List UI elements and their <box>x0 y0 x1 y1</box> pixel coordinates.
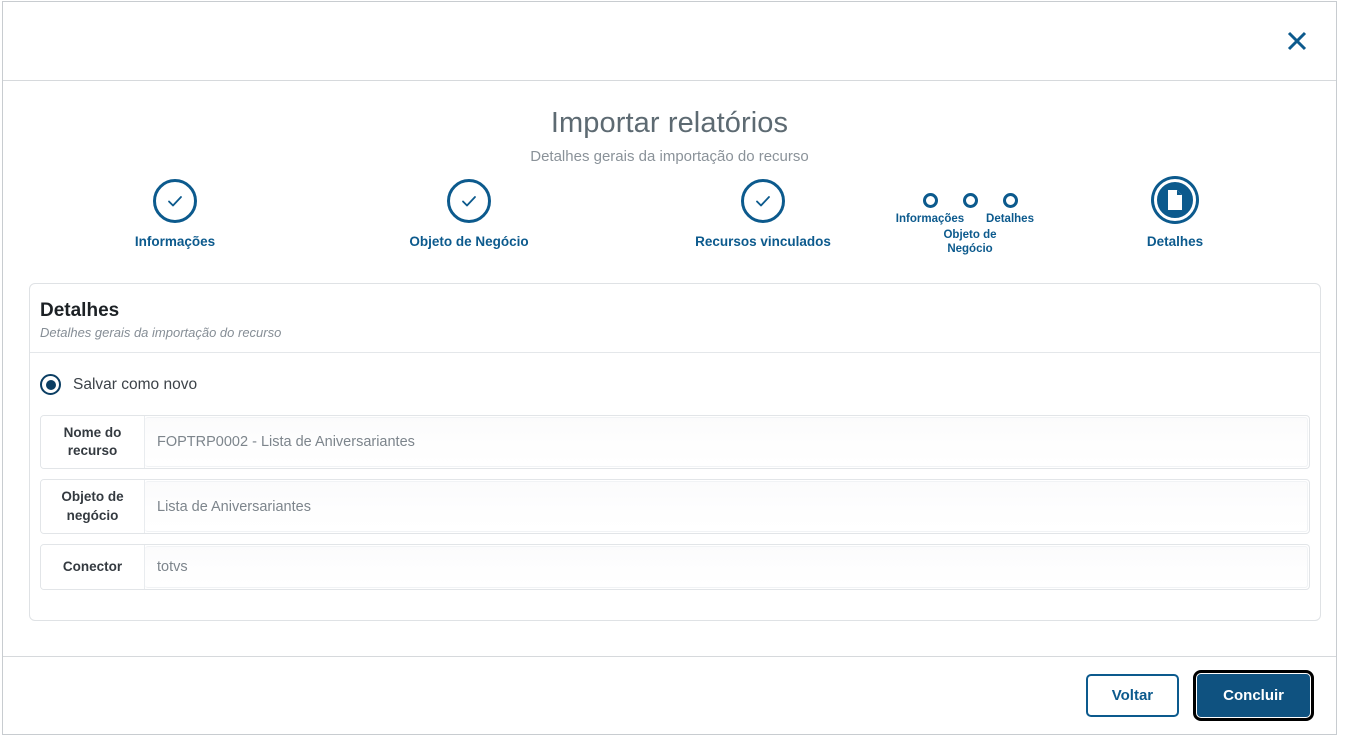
check-icon <box>153 179 197 223</box>
stepper-ministep-informacoes[interactable]: Informações <box>875 179 985 226</box>
details-card: Detalhes Detalhes gerais da importação d… <box>29 283 1321 621</box>
check-icon-glyph <box>462 196 476 207</box>
field-label: Nome do recurso <box>41 416 145 469</box>
document-icon <box>1154 179 1196 221</box>
check-icon-glyph <box>168 196 182 207</box>
finish-button[interactable]: Concluir <box>1197 674 1310 717</box>
close-icon-glyph <box>1287 31 1307 51</box>
ministep-label: Objeto de Negócio <box>943 229 997 256</box>
page-title: Importar relatórios <box>550 107 789 139</box>
page-subtitle: Detalhes gerais da importação do recurso <box>530 148 809 165</box>
stepper-step-label: Recursos vinculados <box>695 234 831 249</box>
ministep-dot-icon <box>922 193 938 208</box>
check-icon <box>447 179 491 223</box>
ministep-dot-icon <box>1002 193 1018 208</box>
field-value-objeto-de-negocio[interactable]: Lista de Aniversariantes <box>145 481 1308 532</box>
details-card-body: Salvar como novo Nome do recurso FOPTRP0… <box>30 353 1320 620</box>
ministep-label: Detalhes <box>986 213 1034 225</box>
stepper-step-recursos-vinculados[interactable]: Recursos vinculados <box>683 179 843 250</box>
stepper-step-detalhes[interactable]: Detalhes <box>1095 179 1255 250</box>
stepper: Informações Objeto de Negócio Recu <box>3 179 1336 386</box>
check-icon <box>741 179 785 223</box>
save-as-new-label: Salvar como novo <box>73 375 198 393</box>
field-row-nome-do-recurso: Nome do recurso FOPTRP0002 - Lista de An… <box>40 415 1310 470</box>
ministep-dot-icon <box>962 193 978 208</box>
radio-selected-icon[interactable] <box>40 374 61 395</box>
details-card-subtitle: Detalhes gerais da importação do recurso <box>40 325 282 340</box>
stepper-step-objeto-de-negocio[interactable]: Objeto de Negócio <box>389 179 549 250</box>
ministep-label: Informações <box>895 213 965 225</box>
details-card-title: Detalhes <box>40 300 120 321</box>
finish-button-focus-ring: Concluir <box>1193 670 1314 721</box>
modal-titlebar <box>3 2 1336 81</box>
radio-dot <box>45 379 56 390</box>
stepper-step-label: Detalhes <box>1146 234 1204 249</box>
document-icon-glyph <box>1168 190 1182 210</box>
modal-footer: Voltar Concluir <box>3 656 1336 734</box>
modal-content: Importar relatórios Detalhes gerais da i… <box>3 81 1336 656</box>
save-as-new-option[interactable]: Salvar como novo <box>40 353 1310 415</box>
stepper-step-informacoes[interactable]: Informações <box>95 179 255 250</box>
check-icon-glyph <box>756 196 770 207</box>
field-label: Objeto de negócio <box>41 480 145 533</box>
field-value-nome-do-recurso[interactable]: FOPTRP0002 - Lista de Aniversariantes <box>145 417 1308 468</box>
field-label: Conector <box>41 544 145 589</box>
field-value-conector[interactable]: totvs <box>145 545 1308 588</box>
close-icon[interactable] <box>1280 24 1314 58</box>
stepper-step-label: Informações <box>134 234 216 249</box>
stepper-ministep-detalhes[interactable]: Detalhes <box>955 179 1065 226</box>
stepper-step-label: Objeto de Negócio <box>409 234 529 249</box>
details-card-header: Detalhes Detalhes gerais da importação d… <box>30 284 1320 353</box>
field-row-conector: Conector totvs <box>40 543 1310 590</box>
back-button[interactable]: Voltar <box>1085 674 1180 717</box>
stepper-ministep-objeto-de-negocio[interactable]: Objeto de Negócio <box>915 193 1025 257</box>
field-row-objeto-de-negocio: Objeto de negócio Lista de Aniversariant… <box>40 479 1310 534</box>
